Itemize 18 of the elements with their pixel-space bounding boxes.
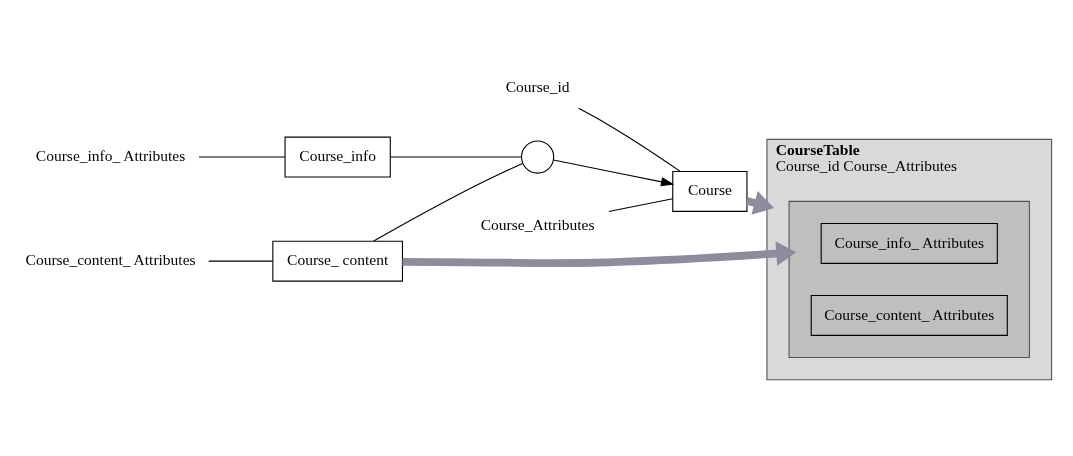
node-circle	[521, 139, 555, 174]
node-text: Course_info_ Attributes	[35, 146, 186, 164]
connector	[578, 107, 681, 172]
node-text: Course_id	[505, 77, 570, 95]
node-box: Course_content_ Attributes	[810, 294, 1008, 336]
connector	[198, 156, 286, 158]
cluster	[788, 200, 1030, 358]
node-box: Course_ content	[272, 240, 403, 282]
node-text: Course_Attributes	[480, 215, 595, 233]
connector	[208, 260, 274, 262]
connector	[390, 156, 523, 158]
node-box: Course	[672, 170, 748, 212]
node-box: Course_info_ Attributes	[820, 222, 998, 264]
connector	[373, 162, 524, 242]
arrow	[552, 159, 675, 186]
node-box: Course_info	[284, 136, 391, 178]
connector	[608, 197, 674, 212]
node-text: Course_content_ Attributes	[25, 250, 196, 268]
